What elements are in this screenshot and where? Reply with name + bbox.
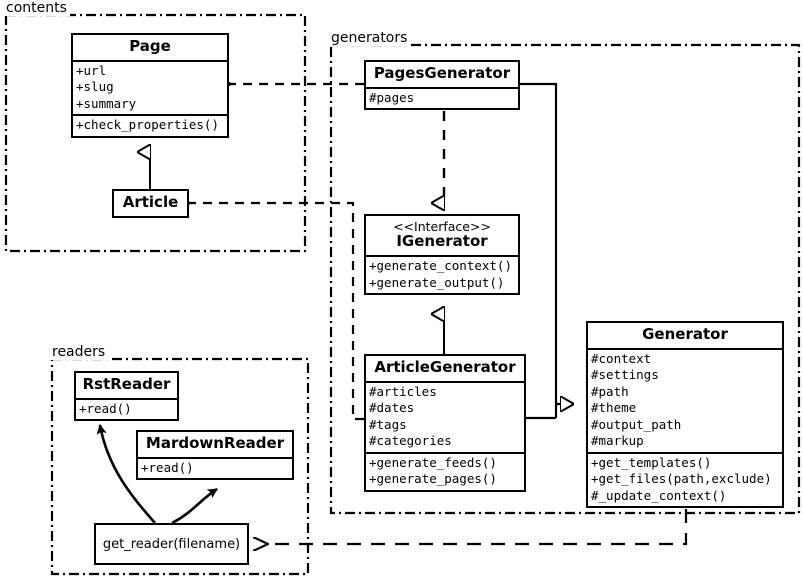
line-get-reader-to-rstreader <box>96 424 156 524</box>
class-title-igenerator: <<Interface>> IGenerator <box>366 216 518 255</box>
line-generator-to-get-reader <box>268 509 688 544</box>
package-label-generators: generators <box>329 30 411 46</box>
class-methods-articlegenerator: +generate_feeds() +generate_pages() <box>366 451 524 490</box>
package-label-readers: readers <box>50 344 109 360</box>
class-title-pagesgenerator: PagesGenerator <box>373 64 511 82</box>
class-box-pagesgenerator[interactable]: PagesGenerator #pages <box>364 60 520 111</box>
class-name-igenerator: IGenerator <box>396 232 488 251</box>
function-label-get-reader: get_reader(filename) <box>102 536 241 552</box>
attribute-item: #tags <box>369 416 407 432</box>
class-box-article[interactable]: Article <box>112 189 189 218</box>
attribute-item: #theme <box>591 400 637 416</box>
attribute-item: #articles <box>369 383 437 399</box>
class-box-mardownreader[interactable]: MardownReader +read() <box>136 430 294 481</box>
attribute-item: #markup <box>591 433 644 449</box>
class-methods-generator: +get_templates() +get_files(path,exclude… <box>588 451 782 507</box>
package-frame-generators <box>329 43 801 515</box>
class-box-rstreader[interactable]: RstReader +read() <box>74 371 179 422</box>
class-attributes-page: +url +slug +summary <box>73 59 227 115</box>
attribute-item: #context <box>591 350 652 366</box>
method-item: +generate_feeds() <box>369 454 497 470</box>
class-attributes-pagesgenerator: #pages <box>366 86 518 109</box>
attribute-item: +slug <box>76 79 114 95</box>
class-stereotype-igenerator: <<Interface>> <box>393 219 491 234</box>
method-item: +check_properties() <box>76 117 219 133</box>
attribute-item: #dates <box>369 400 415 416</box>
attribute-item: #path <box>591 383 629 399</box>
method-item: +generate_pages() <box>369 471 497 487</box>
class-box-articlegenerator[interactable]: ArticleGenerator #articles #dates #tags … <box>364 354 526 492</box>
package-label-contents: contents <box>4 0 70 16</box>
class-methods-page: +check_properties() <box>73 114 227 136</box>
function-box-get-reader[interactable]: get_reader(filename) <box>94 523 249 565</box>
method-item: +get_templates() <box>591 454 712 470</box>
package-frame-contents <box>4 13 307 253</box>
class-title-page: Page <box>129 37 171 55</box>
method-item: +read() <box>79 400 132 416</box>
class-box-page[interactable]: Page +url +slug +summary +check_properti… <box>71 33 229 138</box>
class-methods-igenerator: +generate_context() +generate_output() <box>366 255 518 293</box>
line-articlegenerator-to-article <box>190 203 364 421</box>
attribute-item: #settings <box>591 367 659 383</box>
class-title-mardownreader: MardownReader <box>145 434 285 452</box>
attribute-item: #output_path <box>591 416 682 432</box>
class-title-articlegenerator: ArticleGenerator <box>374 358 516 376</box>
class-box-igenerator[interactable]: <<Interface>> IGenerator +generate_conte… <box>364 214 520 296</box>
class-box-generator[interactable]: Generator #context #settings #path #them… <box>586 321 784 509</box>
method-item: +get_files(path,exclude) <box>591 471 772 487</box>
attribute-item: +summary <box>76 95 137 111</box>
class-methods-mardownreader: +read() <box>138 456 292 479</box>
class-title-generator: Generator <box>642 325 728 343</box>
method-item: +generate_output() <box>369 274 505 290</box>
class-attributes-articlegenerator: #articles #dates #tags #categories <box>366 380 524 452</box>
class-methods-rstreader: +read() <box>76 397 177 420</box>
line-pagesgenerator-to-generator <box>519 82 558 418</box>
class-title-article: Article <box>122 193 179 211</box>
method-item: +read() <box>141 459 194 475</box>
class-attributes-generator: #context #settings #path #theme #output_… <box>588 347 782 452</box>
attribute-item: +url <box>76 62 107 78</box>
attribute-item: #categories <box>369 433 452 449</box>
class-title-rstreader: RstReader <box>82 375 171 393</box>
attribute-item: #pages <box>369 89 415 105</box>
method-item: +generate_context() <box>369 258 512 274</box>
package-frame-readers <box>50 357 310 576</box>
line-get-reader-to-mardownreader <box>171 487 218 525</box>
method-item: #_update_context() <box>591 487 727 503</box>
